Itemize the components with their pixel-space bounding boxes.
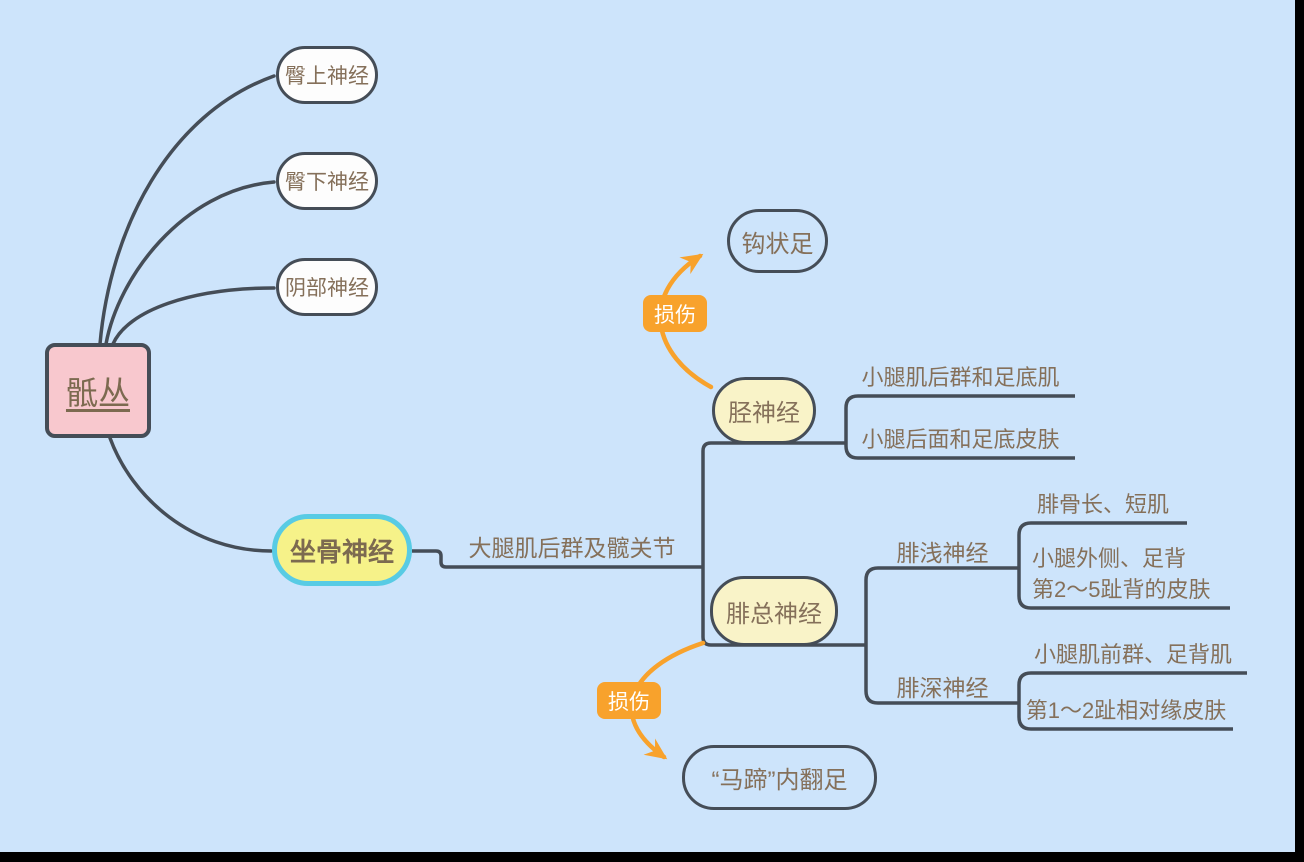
screen-edge-right [1295,0,1304,862]
injury-label-peroneal[interactable]: 损伤 [597,682,661,719]
connector-root-pudendal [111,286,276,346]
topic-pudendal-nerve[interactable]: 阴部神经 [276,258,378,316]
connector-root-gluteal-inferior [104,180,276,346]
label-sciatic-innervation[interactable]: 大腿肌后群及髋关节 [468,535,676,561]
connector-split-tibial-peroneal [701,441,866,647]
label-superficial-child-muscles[interactable]: 腓骨长、短肌 [1036,492,1169,517]
bracket-tibial-children [844,394,1075,460]
topic-common-peroneal-nerve[interactable]: 腓总神经 [710,576,838,646]
label-tibial-child-skin[interactable]: 小腿后面和足底皮肤 [861,427,1060,452]
label-deep-child-skin[interactable]: 第1～2趾相对缘皮肤 [1025,698,1227,723]
topic-superior-gluteal-nerve[interactable]: 臀上神经 [276,46,378,104]
label-tibial-child-muscles[interactable]: 小腿肌后群和足底肌 [861,365,1060,390]
topic-tibial-nerve[interactable]: 胫神经 [712,377,816,444]
connector-sciatic-label [412,549,703,569]
injury-label-tibial[interactable]: 损伤 [643,295,707,332]
topic-calcaneal-foot[interactable]: 钩状足 [727,209,828,273]
bracket-superficial-children [1017,521,1230,610]
topic-inferior-gluteal-nerve[interactable]: 臀下神经 [276,152,378,210]
label-deep-child-muscles[interactable]: 小腿肌前群、足背肌 [1033,642,1232,667]
topic-sciatic-nerve[interactable]: 坐骨神经 [272,514,412,586]
connector-root-sciatic [108,436,273,553]
bracket-deep-children [1017,671,1247,731]
connector-root-gluteal-superior [98,74,276,346]
label-superficial-child-skin[interactable]: 小腿外侧、足背 第2～5趾背的皮肤 [1032,546,1211,602]
screen-edge-bottom [0,852,1304,862]
bracket-peroneal-children [864,566,1019,705]
topic-equinovarus-foot[interactable]: “马蹄”内翻足 [682,745,877,810]
label-superficial-peroneal-nerve[interactable]: 腓浅神经 [896,540,989,566]
label-deep-peroneal-nerve[interactable]: 腓深神经 [896,675,989,701]
root-topic-sacral-plexus[interactable]: 骶丛 [45,343,151,438]
